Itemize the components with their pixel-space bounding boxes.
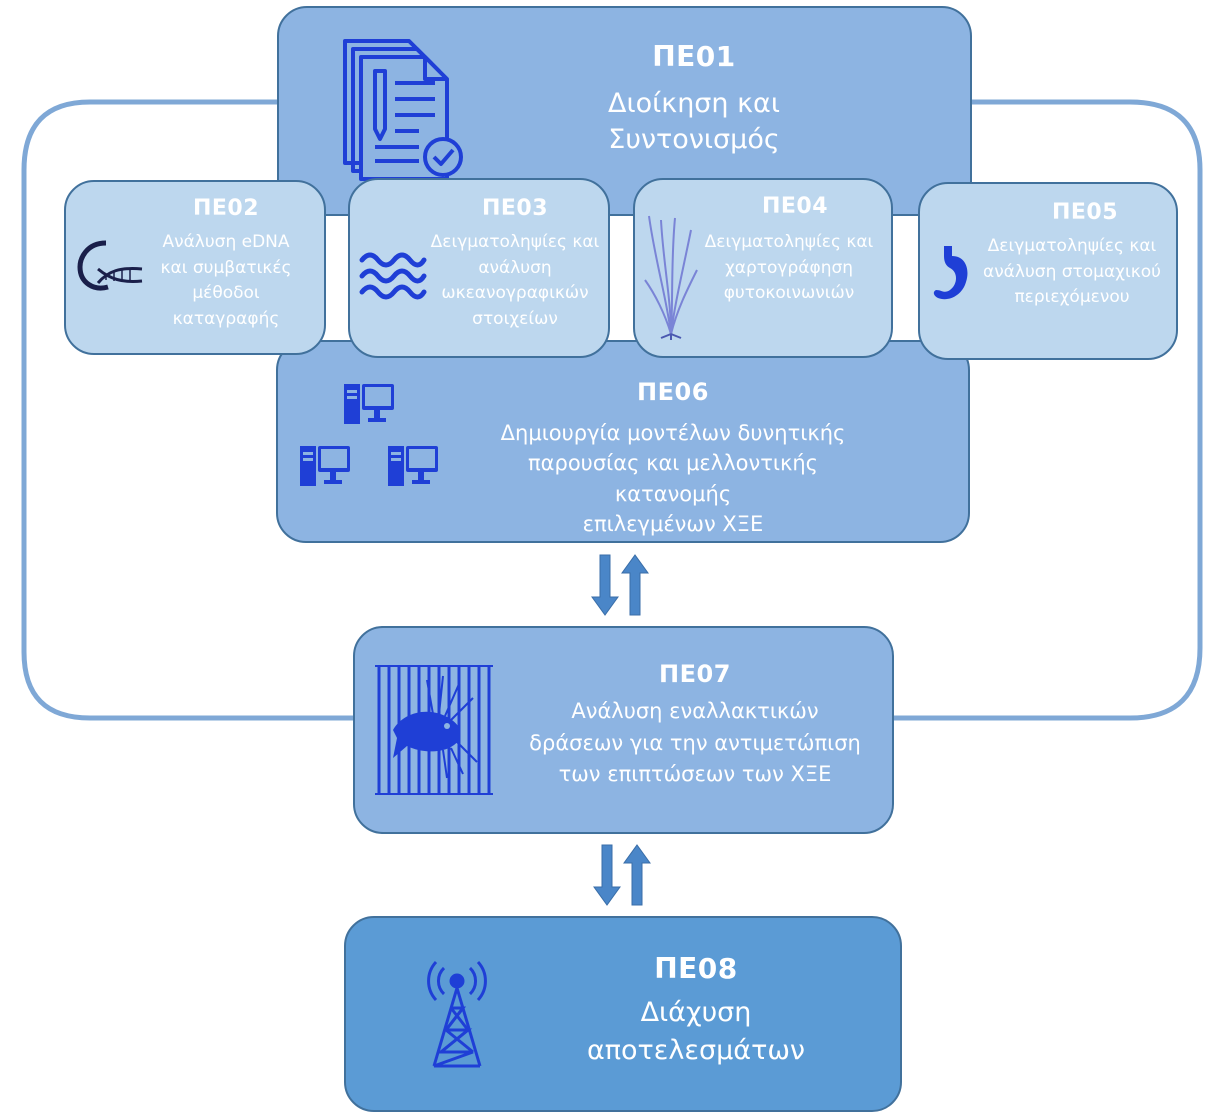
pe03-title: Δειγματοληψίες και ανάλυση ωκεανογραφικώ… (430, 232, 600, 329)
pe01-title: Διοίκηση και Συντονισμός (608, 88, 780, 155)
dna-icon (77, 240, 143, 291)
waves-icon (359, 252, 427, 300)
pe07-title: Ανάλυση εναλλακτικών δράσεων για την αντ… (529, 699, 861, 786)
pe04-box: ΠΕ04 Δειγματοληψίες και χαρτογράφηση φυτ… (633, 178, 893, 358)
pe05-code: ΠΕ05 (1051, 200, 1119, 225)
antenna-tower-icon (427, 960, 487, 1068)
document-checklist-icon (343, 39, 463, 181)
stomach-icon (933, 246, 968, 300)
pe05-box: ΠΕ05 Δειγματοληψίες και ανάλυση στομαχικ… (918, 182, 1178, 360)
pe05-title: Δειγματοληψίες και ανάλυση στομαχικού πε… (982, 236, 1162, 307)
pe07-box: ΠΕ07 Ανάλυση εναλλακτικών δράσεων για τη… (353, 626, 894, 834)
pe06-box: ΠΕ06 Δημιουργία μοντέλων δυνητικής παρου… (276, 340, 970, 543)
pe03-box: ΠΕ03 Δειγματοληψίες και ανάλυση ωκεανογρ… (348, 178, 610, 358)
pe08-code: ΠΕ08 (654, 952, 738, 985)
computers-icon (300, 384, 438, 486)
pe07-code: ΠΕ07 (659, 660, 731, 688)
pe02-box: ΠΕ02 Ανάλυση eDNA και συμβατικές μέθοδοι… (64, 180, 326, 355)
pe02-title: Ανάλυση eDNA και συμβατικές μέθοδοι κατα… (160, 232, 292, 329)
bidirectional-arrow-icon (593, 844, 651, 906)
pe06-code: ΠΕ06 (637, 378, 709, 406)
pe04-code: ΠΕ04 (761, 194, 829, 219)
pe06-title: Δημιουργία μοντέλων δυνητικής παρουσίας … (500, 421, 846, 537)
pe08-box: ΠΕ08 Διάχυση αποτελεσμάτων (344, 916, 902, 1112)
pe04-title: Δειγματοληψίες και χαρτογράφηση φυτοκοιν… (704, 232, 874, 303)
bidirectional-arrow-icon (591, 554, 649, 616)
pe02-code: ΠΕ02 (192, 196, 260, 221)
seagrass-icon (644, 215, 698, 340)
pe01-code: ΠΕ01 (652, 40, 736, 73)
pe03-code: ΠΕ03 (481, 196, 549, 221)
pe08-title: Διάχυση αποτελεσμάτων (586, 997, 806, 1066)
lionfish-net-icon (375, 665, 493, 795)
